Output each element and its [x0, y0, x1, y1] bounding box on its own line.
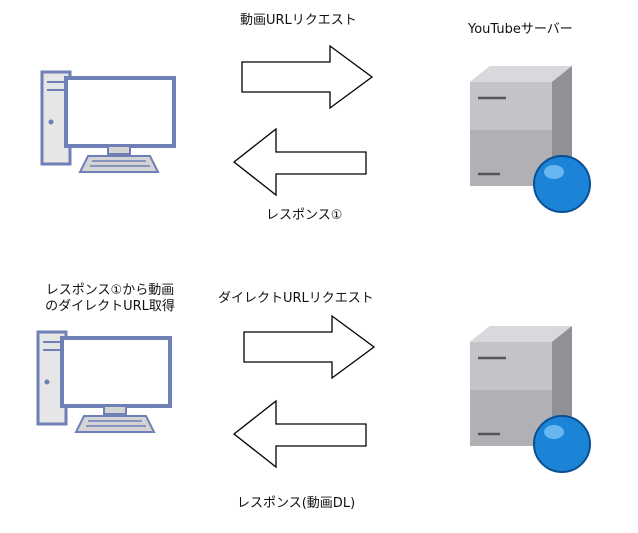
- top-request-label: 動画URLリクエスト: [240, 13, 357, 28]
- client-note-line1: レスポンス①から動画: [45, 283, 175, 298]
- youtube-server-icon-bottom: [470, 326, 591, 473]
- response-arrow-top: [232, 127, 367, 197]
- request-arrow-top: [241, 44, 374, 110]
- response-arrow-bottom: [232, 399, 367, 469]
- youtube-server-icon-top: [470, 66, 591, 213]
- client-note-line2: のダイレクトURL取得: [45, 299, 175, 314]
- client-computer-icon-top: [40, 70, 176, 173]
- bottom-request-label: ダイレクトURLリクエスト: [218, 291, 374, 306]
- client-computer-icon-bottom: [36, 330, 172, 433]
- server-title-label: YouTubeサーバー: [468, 22, 573, 37]
- top-response-label: レスポンス①: [266, 208, 343, 223]
- bottom-response-label: レスポンス(動画DL): [237, 496, 356, 511]
- request-arrow-bottom: [243, 314, 376, 380]
